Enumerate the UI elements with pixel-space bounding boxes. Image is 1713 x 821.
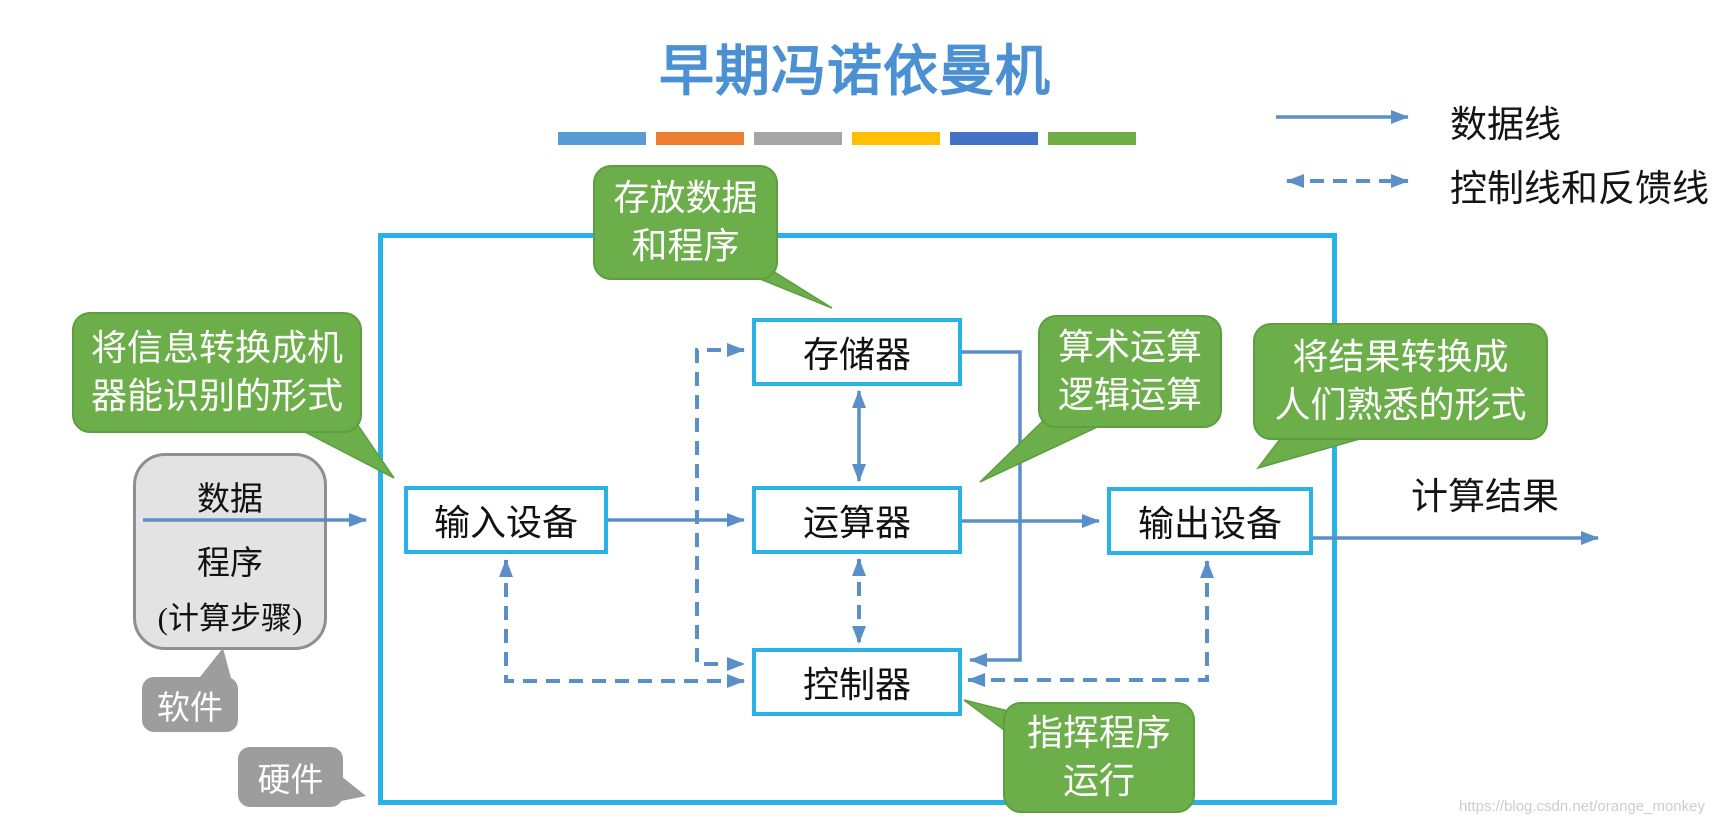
callout-memory-line2: 和程序 bbox=[631, 225, 740, 266]
divider-bar bbox=[1048, 132, 1136, 145]
program-label: 程序 bbox=[197, 546, 263, 582]
box-output-device: 输出设备 bbox=[1107, 487, 1313, 555]
callout-memory: 存放数据 和程序 bbox=[593, 165, 778, 280]
legend-data-line-label: 数据线 bbox=[1450, 105, 1561, 146]
callout-output-line1: 将结果转换成 bbox=[1292, 336, 1509, 377]
hardware-label-bubble: 硬件 bbox=[238, 747, 343, 807]
calc-steps-label: (计算步骤) bbox=[157, 601, 303, 636]
callout-memory-line1: 存放数据 bbox=[613, 177, 758, 218]
callout-alu-line1: 算术运算 bbox=[1057, 326, 1202, 367]
result-label: 计算结果 bbox=[1411, 477, 1559, 518]
callout-controller-line2: 运行 bbox=[1062, 760, 1135, 801]
callout-output-line2: 人们熟悉的形式 bbox=[1274, 384, 1527, 425]
box-memory: 存储器 bbox=[752, 318, 962, 386]
software-label-bubble: 软件 bbox=[142, 677, 238, 732]
box-controller: 控制器 bbox=[752, 648, 962, 716]
hardware-boundary-rect bbox=[378, 233, 1337, 805]
divider-bar bbox=[950, 132, 1038, 145]
callout-alu-line2: 逻辑运算 bbox=[1057, 374, 1202, 415]
callout-input-line2: 器能识别的形式 bbox=[90, 375, 343, 416]
data-label: 数据 bbox=[197, 482, 263, 518]
callout-controller-line1: 指挥程序 bbox=[1026, 712, 1171, 753]
callout-output: 将结果转换成 人们熟悉的形式 bbox=[1253, 323, 1548, 440]
divider-bar bbox=[656, 132, 744, 145]
data-program-box: 数据 程序 (计算步骤) bbox=[133, 453, 327, 650]
callout-input-line1: 将信息转换成机 bbox=[90, 327, 343, 368]
divider-bar bbox=[754, 132, 842, 145]
box-input-device: 输入设备 bbox=[404, 486, 608, 554]
divider-bar bbox=[558, 132, 646, 145]
callout-controller: 指挥程序 运行 bbox=[1003, 702, 1195, 813]
callout-alu: 算术运算 逻辑运算 bbox=[1038, 315, 1222, 428]
divider-bar bbox=[852, 132, 940, 145]
page-title: 早期冯诺依曼机 bbox=[658, 41, 1051, 102]
divider-bars bbox=[558, 132, 1136, 145]
box-alu: 运算器 bbox=[752, 486, 962, 554]
watermark: https://blog.csdn.net/orange_monkey bbox=[1459, 798, 1705, 815]
callout-input: 将信息转换成机 器能识别的形式 bbox=[72, 312, 362, 433]
legend-control-line-label: 控制线和反馈线 bbox=[1450, 169, 1709, 210]
